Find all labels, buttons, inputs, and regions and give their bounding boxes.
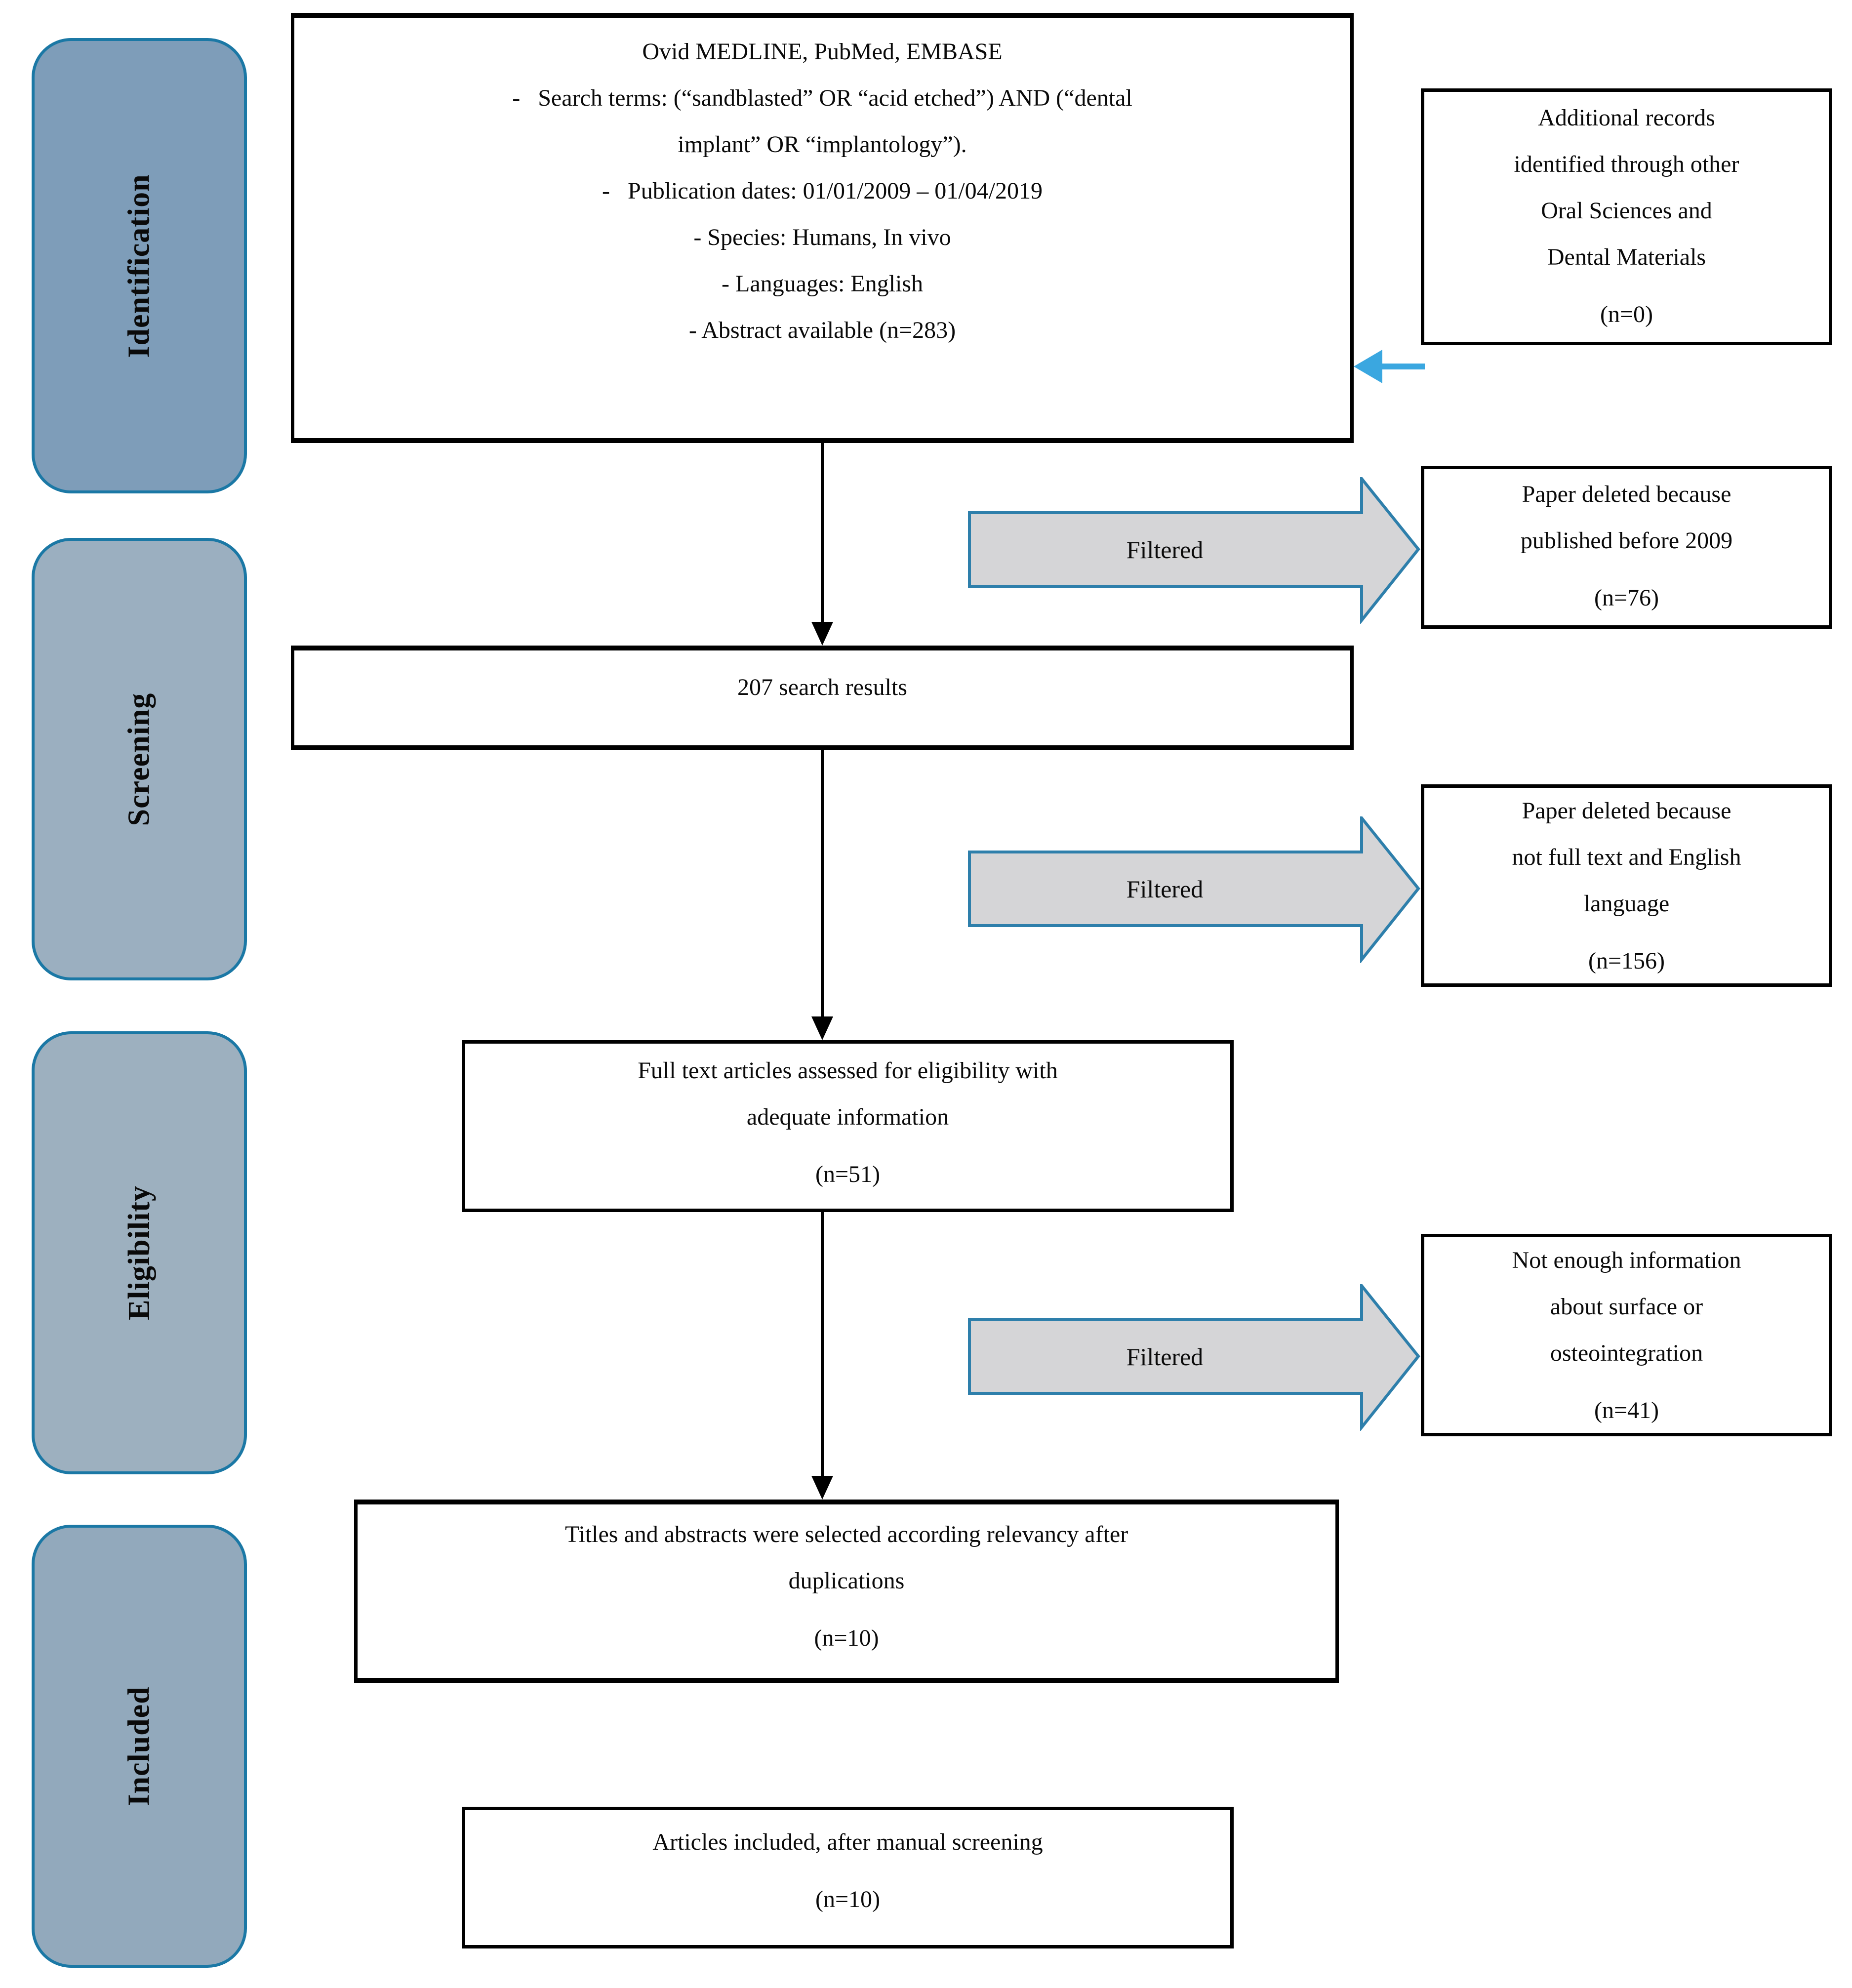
search-db-line: Ovid MEDLINE, PubMed, EMBASE	[642, 39, 1003, 65]
additional-records-box: Additional records identified through ot…	[1421, 88, 1832, 345]
notenough-line-2: about surface or	[1550, 1294, 1703, 1320]
filtered-label-1: Filtered	[1126, 535, 1204, 564]
stage-identification-label: Identification	[122, 173, 156, 358]
additional-line-4: Dental Materials	[1547, 244, 1706, 270]
additional-count: (n=0)	[1600, 301, 1653, 327]
articles-count: (n=10)	[815, 1886, 881, 1912]
full-text-line-2: adequate information	[746, 1104, 949, 1130]
filtered-arrow-3: Filtered	[968, 1284, 1422, 1431]
stage-screening: Screening	[32, 538, 247, 980]
stage-eligibility-label: Eligibility	[122, 1185, 156, 1320]
filtered-arrow-1: Filtered	[968, 477, 1422, 624]
not-enough-info-box: Not enough information about surface or …	[1421, 1234, 1832, 1436]
filtered-arrow-2-shape-icon	[968, 816, 1420, 963]
articles-included-box: Articles included, after manual screenin…	[462, 1807, 1234, 1948]
flow-connector-3	[821, 1212, 824, 1477]
flow-connector-2	[821, 750, 824, 1018]
notfulltext-line-3: language	[1583, 891, 1670, 917]
additional-line-3: Oral Sciences and	[1541, 198, 1712, 224]
notenough-count: (n=41)	[1594, 1397, 1659, 1423]
notfulltext-line-1: Paper deleted because	[1522, 798, 1731, 824]
stage-eligibility: Eligibility	[32, 1031, 247, 1474]
additional-line-2: identified through other	[1514, 151, 1739, 177]
full-text-count: (n=51)	[815, 1161, 881, 1187]
deleted-not-fulltext-box: Paper deleted because not full text and …	[1421, 784, 1832, 987]
flow-arrowhead-3-icon	[811, 1476, 833, 1500]
filtered-arrow-1-shape-icon	[968, 477, 1420, 624]
filtered-label-2: Filtered	[1126, 875, 1204, 903]
stage-identification: Identification	[32, 38, 247, 493]
stage-included: Included	[32, 1525, 247, 1968]
flow-connector-1	[821, 443, 824, 624]
titles-count: (n=10)	[814, 1625, 879, 1651]
deleted2009-line-2: published before 2009	[1520, 527, 1733, 554]
notenough-line-3: osteointegration	[1550, 1340, 1703, 1366]
stage-screening-label: Screening	[122, 692, 156, 826]
flow-arrowhead-2-icon	[811, 1016, 833, 1040]
full-text-line-1: Full text articles assessed for eligibil…	[638, 1057, 1058, 1084]
notfulltext-line-2: not full text and English	[1512, 844, 1741, 870]
notfulltext-count: (n=156)	[1588, 948, 1665, 974]
search-terms-line-2: implant” OR “implantology”).	[678, 131, 967, 158]
filtered-arrow-2: Filtered	[968, 816, 1422, 963]
search-results-text: 207 search results	[737, 674, 907, 700]
filtered-arrow-3-shape-icon	[968, 1284, 1420, 1431]
flow-arrowhead-1-icon	[811, 622, 833, 646]
search-results-box: 207 search results	[291, 646, 1354, 750]
titles-line-2: duplications	[788, 1568, 905, 1594]
notenough-line-1: Not enough information	[1512, 1247, 1741, 1273]
articles-line-1: Articles included, after manual screenin…	[652, 1829, 1043, 1855]
languages-line: - Languages: English	[722, 271, 923, 297]
search-terms-line-1: - Search terms: (“sandblasted” OR “acid …	[512, 85, 1132, 111]
deleted-before-2009-box: Paper deleted because published before 2…	[1421, 466, 1832, 629]
deleted2009-count: (n=76)	[1594, 585, 1659, 611]
species-line: - Species: Humans, In vivo	[693, 224, 951, 250]
publication-dates-line: - Publication dates: 01/01/2009 – 01/04/…	[602, 178, 1043, 204]
abstract-available-line: - Abstract available (n=283)	[688, 317, 956, 343]
full-text-assessed-box: Full text articles assessed for eligibil…	[462, 1040, 1234, 1212]
titles-line-1: Titles and abstracts were selected accor…	[564, 1521, 1128, 1547]
search-strategy-box: Ovid MEDLINE, PubMed, EMBASE - Search te…	[291, 13, 1354, 443]
additional-line-1: Additional records	[1538, 105, 1715, 131]
stage-included-label: Included	[122, 1686, 156, 1806]
filtered-label-3: Filtered	[1126, 1342, 1204, 1371]
titles-abstracts-box: Titles and abstracts were selected accor…	[354, 1500, 1339, 1683]
additional-records-arrow-icon	[1354, 350, 1425, 383]
deleted2009-line-1: Paper deleted because	[1522, 481, 1731, 507]
